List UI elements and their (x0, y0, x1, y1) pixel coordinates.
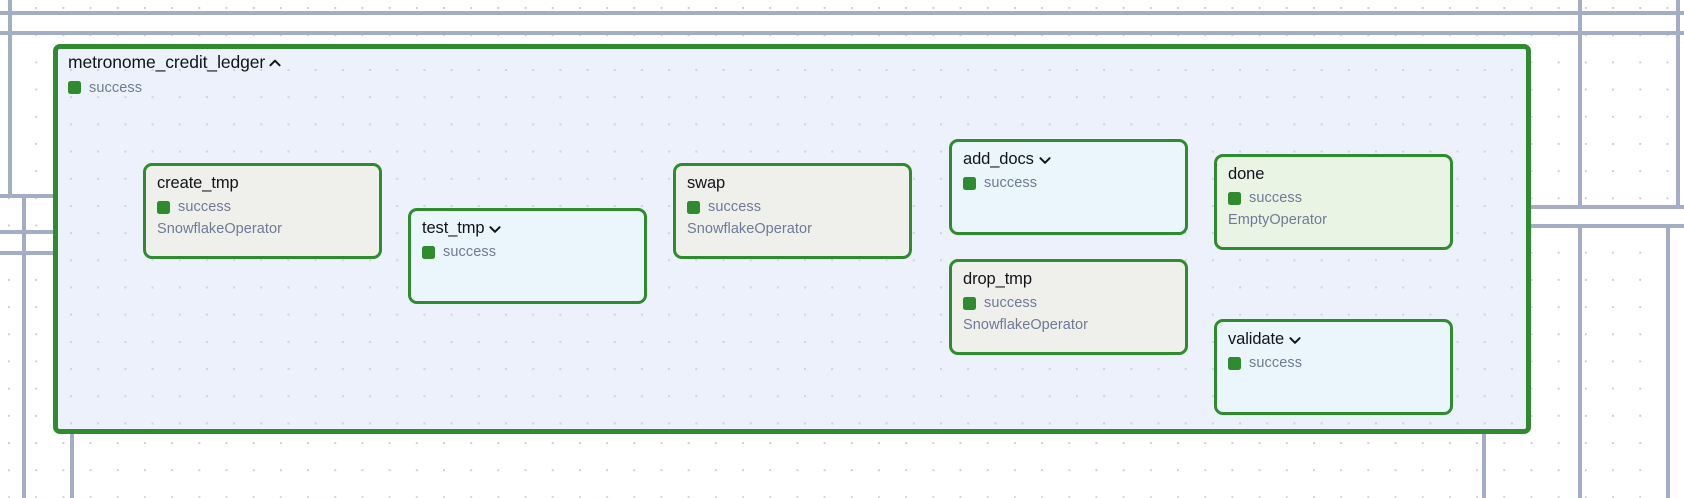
task-node-done[interactable]: done success EmptyOperator (1214, 154, 1453, 250)
task-node-swap[interactable]: swap success SnowflakeOperator (673, 163, 912, 259)
task-node-label: validate (1228, 330, 1285, 348)
task-node-status: success (963, 175, 1174, 191)
task-node-title: add_docs (963, 150, 1174, 168)
task-node-test_tmp[interactable]: test_tmp success (408, 208, 647, 304)
task-node-label: done (1228, 165, 1265, 183)
task-node-operator: EmptyOperator (1228, 212, 1327, 229)
task-node-body: done success EmptyOperator (1217, 157, 1450, 239)
task-node-status: success (1228, 190, 1439, 206)
status-swatch-success (68, 81, 81, 94)
status-swatch-success (963, 176, 976, 190)
task-node-body: validate success (1217, 322, 1450, 381)
task-node-status-label: success (1249, 355, 1303, 372)
task-node-title: test_tmp (422, 219, 633, 237)
task-node-drop_tmp[interactable]: drop_tmp success SnowflakeOperator (949, 259, 1188, 355)
task-node-operator: SnowflakeOperator (157, 221, 282, 238)
task-node-status-label: success (708, 199, 762, 216)
task-node-body: swap success SnowflakeOperator (676, 166, 909, 248)
status-swatch-success (422, 245, 435, 259)
task-group-title-row[interactable]: metronome_credit_ledger (68, 52, 1516, 72)
task-node-validate[interactable]: validate success (1214, 319, 1453, 415)
task-node-status: success (157, 199, 368, 215)
task-node-status: success (687, 199, 898, 215)
task-group-label: metronome_credit_ledger (68, 52, 266, 72)
status-swatch-success (1228, 191, 1241, 205)
task-node-body: drop_tmp success SnowflakeOperator (952, 262, 1185, 344)
chevron-up-icon[interactable] (268, 56, 282, 70)
task-node-create_tmp[interactable]: create_tmp success SnowflakeOperator (143, 163, 382, 259)
task-node-label: swap (687, 174, 726, 192)
task-node-title: validate (1228, 330, 1439, 348)
task-node-body: create_tmp success SnowflakeOperator (146, 166, 379, 248)
task-node-status-label: success (984, 295, 1038, 312)
status-swatch-success (157, 200, 170, 214)
task-node-status: success (963, 295, 1174, 311)
task-node-title: done (1228, 165, 1439, 183)
task-node-status-label: success (984, 175, 1038, 192)
task-node-label: drop_tmp (963, 270, 1032, 288)
task-node-status: success (422, 244, 633, 260)
chevron-down-icon[interactable] (1288, 333, 1302, 347)
status-swatch-success (687, 200, 700, 214)
task-node-status: success (1228, 355, 1439, 371)
task-node-operator: SnowflakeOperator (963, 317, 1088, 334)
status-swatch-success (963, 296, 976, 310)
task-node-label: add_docs (963, 150, 1034, 168)
task-group-status: success (68, 80, 1516, 96)
task-node-add_docs[interactable]: add_docs success (949, 139, 1188, 235)
task-node-status-label: success (178, 199, 232, 216)
task-group-header: metronome_credit_ledger success (68, 52, 1516, 96)
task-node-body: test_tmp success (411, 211, 644, 270)
task-node-label: test_tmp (422, 219, 485, 237)
task-group-status-label: success (89, 79, 143, 96)
task-node-body: add_docs success (952, 142, 1185, 201)
chevron-down-icon[interactable] (488, 222, 502, 236)
task-node-label: create_tmp (157, 174, 239, 192)
task-node-title: drop_tmp (963, 270, 1174, 288)
task-node-title: create_tmp (157, 174, 368, 192)
task-node-operator: SnowflakeOperator (687, 221, 812, 238)
status-swatch-success (1228, 356, 1241, 370)
chevron-down-icon[interactable] (1038, 153, 1052, 167)
task-node-status-label: success (1249, 190, 1303, 207)
task-node-status-label: success (443, 244, 497, 261)
task-node-title: swap (687, 174, 898, 192)
